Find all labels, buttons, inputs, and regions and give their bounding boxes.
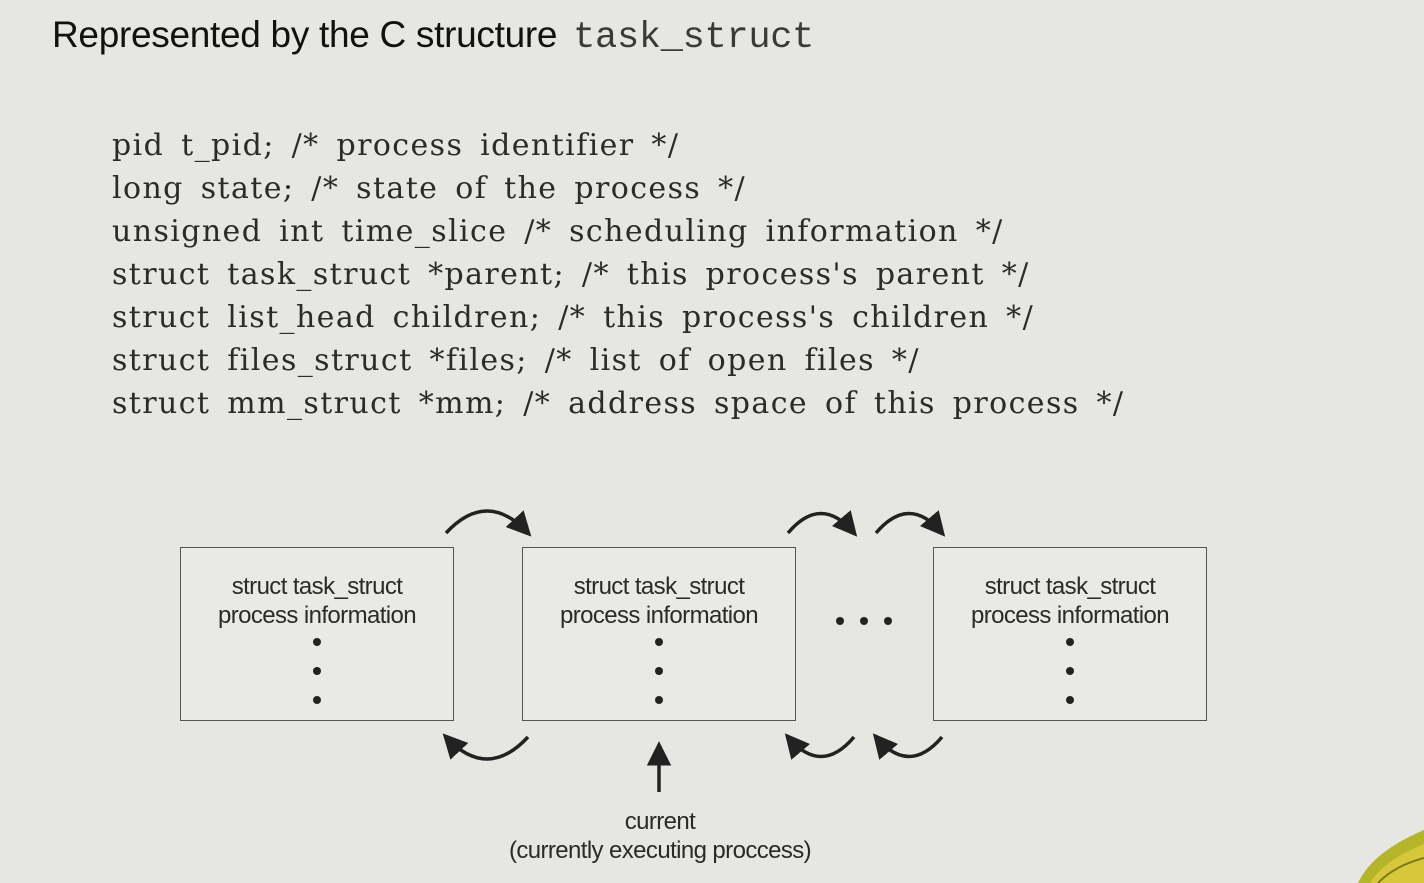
- vertical-dot: [655, 696, 663, 704]
- horizontal-dot: [836, 617, 844, 625]
- code-line: struct mm_struct *mm; /* address space o…: [112, 386, 1125, 421]
- task-struct-box: struct task_struct process information: [933, 547, 1207, 721]
- vertical-dot: [655, 638, 663, 646]
- box-line-info: process information: [559, 602, 759, 629]
- current-label-title: current: [624, 808, 696, 835]
- box-line-struct: struct task_struct: [984, 573, 1156, 600]
- code-block: pid t_pid; /* process identifier */ long…: [112, 124, 1124, 425]
- next-arrow: [786, 510, 858, 537]
- slide-title-code: task_struct: [573, 17, 815, 59]
- box-line-struct: struct task_struct: [573, 573, 745, 600]
- task-struct-box: struct task_struct process information: [180, 547, 454, 721]
- vertical-dot: [1066, 696, 1074, 704]
- code-line: struct list_head children; /* this proce…: [112, 300, 1035, 335]
- current-label: current (currently executing proccess): [460, 807, 860, 865]
- vertical-dot: [1066, 638, 1074, 646]
- code-line: struct files_struct *files; /* list of o…: [112, 343, 920, 378]
- prev-arrow: [784, 733, 856, 760]
- code-line: struct task_struct *parent; /* this proc…: [112, 257, 1030, 292]
- leaf-decoration-icon: [1358, 830, 1424, 883]
- slide-title: Represented by the C structure task_stru…: [52, 14, 814, 59]
- next-arrow: [874, 510, 946, 537]
- current-label-subtitle: (currently executing proccess): [508, 837, 812, 864]
- current-task-struct-box: struct task_struct process information: [522, 547, 796, 721]
- horizontal-dot: [884, 617, 892, 625]
- vertical-dot: [1066, 667, 1074, 675]
- vertical-dot: [313, 638, 321, 646]
- box-line-struct: struct task_struct: [231, 573, 403, 600]
- ellipsis: [836, 617, 896, 627]
- vertical-dot: [655, 667, 663, 675]
- horizontal-dot: [860, 617, 868, 625]
- prev-arrow: [872, 733, 944, 760]
- vertical-dot: [313, 667, 321, 675]
- code-line: pid t_pid; /* process identifier */: [112, 128, 680, 163]
- box-line-info: process information: [217, 602, 417, 629]
- box-line-info: process information: [970, 602, 1170, 629]
- prev-arrow: [442, 733, 530, 761]
- slide-title-text: Represented by the C structure: [52, 14, 558, 55]
- code-line: long state; /* state of the process */: [112, 171, 746, 206]
- next-arrow: [444, 509, 532, 537]
- code-line: unsigned int time_slice /* scheduling in…: [112, 214, 1004, 249]
- vertical-dot: [313, 696, 321, 704]
